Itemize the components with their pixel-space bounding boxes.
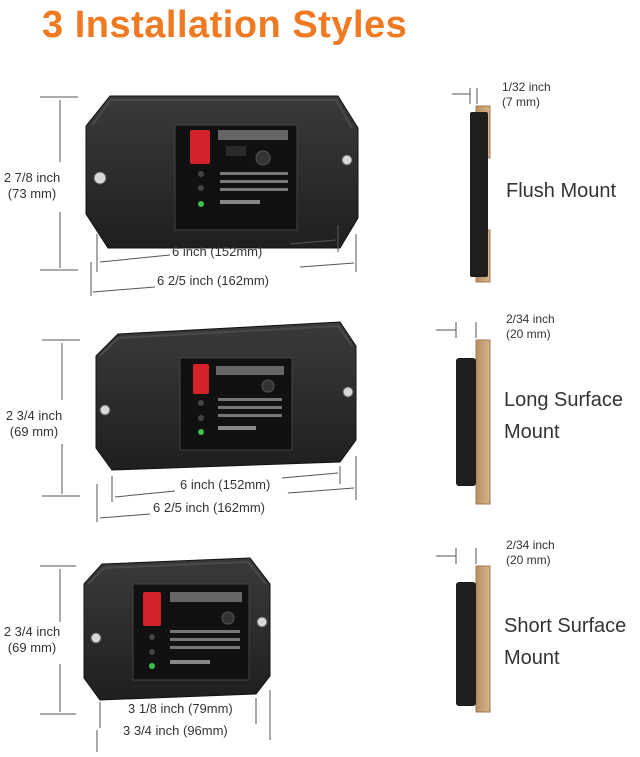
height-inch: 2 3/4 inch	[5, 408, 63, 423]
outer-width-label-short: 3 3/4 inch (96mm)	[123, 723, 228, 738]
height-inch: 2 3/4 inch	[3, 624, 61, 639]
outer-width-label-flush: 6 2/5 inch (162mm)	[157, 273, 269, 288]
dimension-lines-short	[40, 565, 271, 752]
side-view-short-surface	[436, 548, 491, 713]
height-label-short: 2 3/4 inch (69 mm)	[2, 624, 62, 656]
mount-name: Flush Mount	[506, 180, 617, 202]
depth-inch: 2/34 inch	[506, 312, 555, 326]
inner-width-label-short: 3 1/8 inch (79mm)	[128, 701, 233, 716]
depth-inch: 2/34 inch	[506, 538, 555, 552]
inner-width-label-long: 6 inch (152mm)	[180, 477, 271, 492]
height-inch: 2 7/8 inch	[3, 170, 61, 185]
height-mm: (73 mm)	[7, 186, 57, 201]
depth-label-short: 2/34 inch (20 mm)	[506, 538, 555, 568]
height-label-long: 2 3/4 inch (69 mm)	[4, 408, 64, 440]
device-long-surface	[95, 321, 357, 471]
outer-width-label-long: 6 2/5 inch (162mm)	[153, 500, 265, 515]
device-short-surface	[83, 557, 271, 701]
height-label-flush: 2 7/8 inch (73 mm)	[2, 170, 62, 202]
side-view-flush	[452, 88, 491, 283]
mount-label-long: Long Surface Mount	[504, 384, 623, 448]
mount-name: Short Surface	[504, 615, 627, 637]
inner-width-label-flush: 6 inch (152mm)	[172, 244, 263, 259]
mount-name-line2: Mount	[504, 647, 560, 669]
depth-label-long: 2/34 inch (20 mm)	[506, 312, 555, 342]
depth-inch: 1/32 inch	[502, 80, 551, 94]
device-flush	[85, 95, 359, 249]
mount-name: Long Surface	[504, 389, 623, 411]
height-mm: (69 mm)	[7, 640, 57, 655]
depth-mm: (20 mm)	[506, 327, 551, 341]
mount-label-short: Short Surface Mount	[504, 610, 626, 674]
mount-label-flush: Flush Mount	[506, 175, 616, 207]
height-mm: (69 mm)	[9, 424, 59, 439]
depth-label-flush: 1/32 inch (7 mm)	[502, 80, 551, 110]
dimension-lines-flush	[40, 96, 357, 296]
side-view-long-surface	[436, 322, 491, 505]
depth-mm: (20 mm)	[506, 553, 551, 567]
page-title: 3 Installation Styles	[42, 4, 408, 46]
mount-name-line2: Mount	[504, 421, 560, 443]
depth-mm: (7 mm)	[502, 95, 540, 109]
dimension-lines-long	[42, 339, 357, 522]
